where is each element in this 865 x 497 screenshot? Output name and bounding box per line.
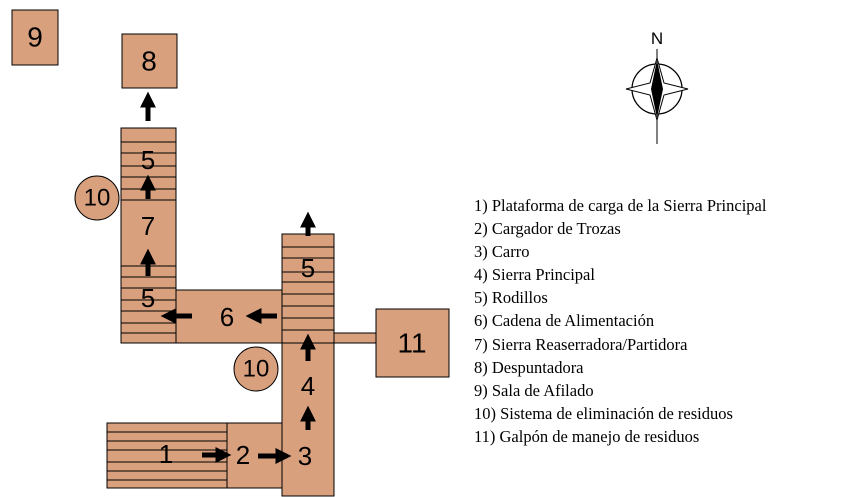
compass-needle-icon <box>651 60 663 118</box>
legend-item-10: 10) Sistema de eliminación de residuos <box>474 404 733 423</box>
legend-item-11: 11) Galpón de manejo de residuos <box>474 427 699 446</box>
zone-9-block <box>11 9 59 66</box>
legend-item-9: 9) Sala de Afilado <box>474 381 594 400</box>
zone-4-label: 4 <box>301 371 315 401</box>
north-label: N <box>651 29 663 48</box>
zone-10-lower-label: 10 <box>243 356 270 383</box>
zone-10-upper-label: 10 <box>84 185 111 212</box>
legend-item-1: 1) Plataforma de carga de la Sierra Prin… <box>474 196 767 215</box>
legend-item-5: 5) Rodillos <box>474 288 548 307</box>
zone-6-label: 6 <box>220 302 234 332</box>
legend-item-8: 8) Despuntadora <box>474 358 584 377</box>
legend-item-7: 7) Sierra Reaserradora/Partidora <box>474 335 688 354</box>
legend-item-4: 4) Sierra Principal <box>474 265 595 284</box>
zone-1-rails <box>107 431 227 481</box>
zone-8-label: 8 <box>141 46 157 77</box>
zone-11-block <box>375 308 450 378</box>
zone-9-label: 9 <box>27 22 43 53</box>
zone-10-upper-circle <box>74 175 120 221</box>
zone-5-bottom-left-label: 5 <box>141 283 155 313</box>
zone-7-label: 7 <box>141 211 155 241</box>
zone-3-label: 3 <box>298 441 312 471</box>
legend-item-6: 6) Cadena de Alimentación <box>474 311 654 330</box>
legend-item-3: 3) Carro <box>474 242 529 261</box>
waste-connector <box>333 332 377 344</box>
legend-item-2: 2) Cargador de Trozas <box>474 219 621 238</box>
north-compass: N <box>625 29 689 144</box>
legend: 1) Plataforma de carga de la Sierra Prin… <box>474 196 767 446</box>
zone-2-label: 2 <box>236 440 250 470</box>
zone-11-label: 11 <box>397 328 426 359</box>
zone-5-top-left-label: 5 <box>141 145 155 175</box>
left-line-block <box>120 127 177 344</box>
zone-1-label: 1 <box>159 439 173 469</box>
zone-8-block <box>121 33 178 89</box>
flow-arrows <box>139 91 317 465</box>
zone-5-top-right-label: 5 <box>301 253 315 283</box>
zone-10-lower-circle <box>233 346 279 392</box>
